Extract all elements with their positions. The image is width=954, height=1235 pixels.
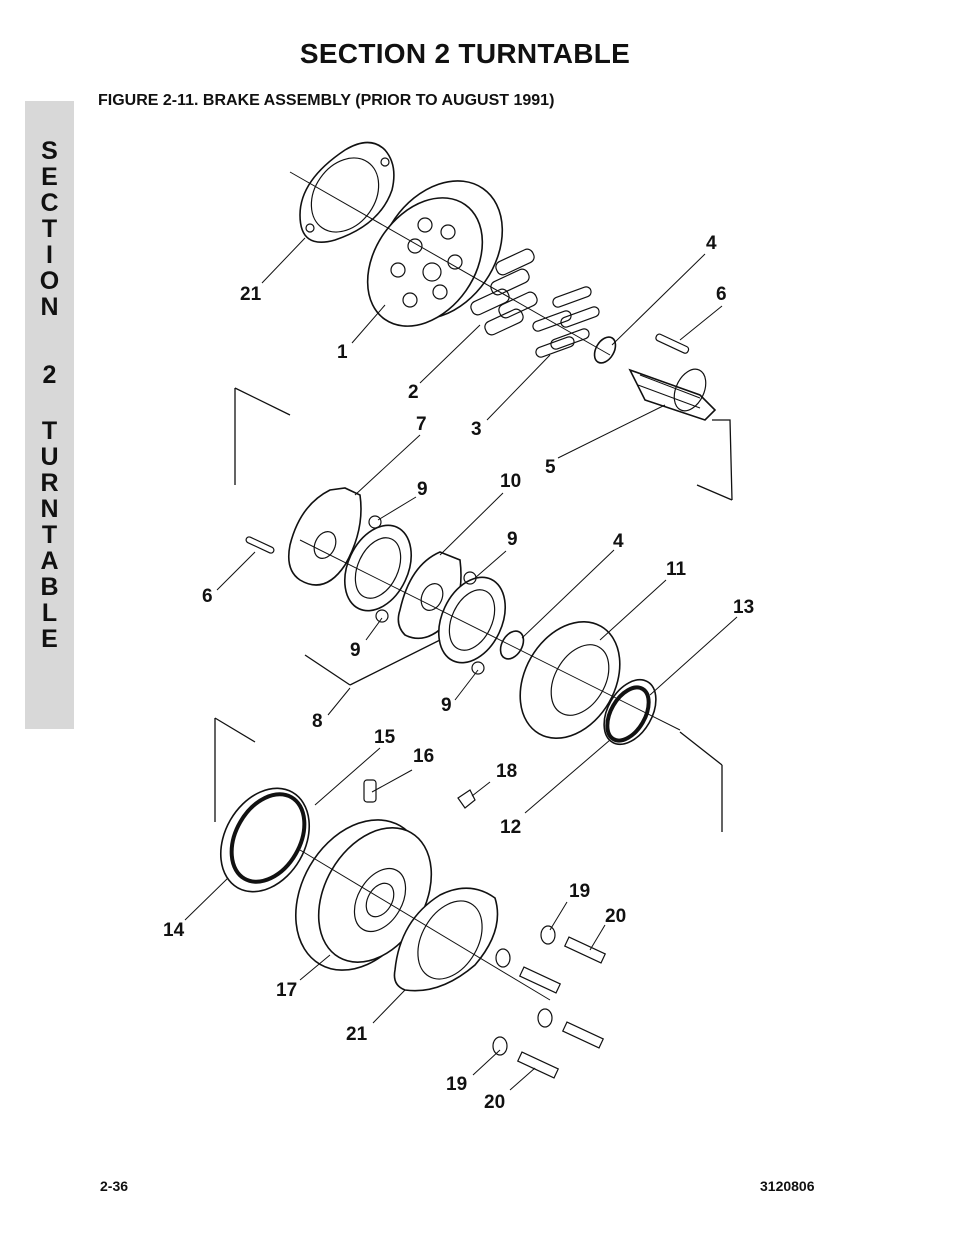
side-tab-letter: E (41, 625, 58, 653)
splined-shaft (628, 368, 717, 421)
callout-9-c: 9 (350, 640, 361, 661)
friction-disc-upper (344, 524, 412, 612)
page-number: 2-36 (100, 1178, 129, 1194)
side-tab-letter: T (41, 417, 58, 445)
callout-21-upper: 21 (240, 284, 262, 305)
side-tab-letter: L (41, 599, 58, 627)
callout-labels: 21 1 2 3 4 5 6 7 9 10 9 4 11 13 6 9 8 9 … (163, 233, 754, 1113)
snap-ring-upper (593, 336, 617, 364)
side-tab-letter: U (40, 443, 59, 471)
side-tab-letter: T (41, 521, 58, 549)
pin-lower (245, 536, 275, 554)
plug-18 (457, 789, 476, 809)
callout-14: 14 (163, 920, 185, 941)
figure-title: FIGURE 2-11. BRAKE ASSEMBLY (PRIOR TO AU… (98, 92, 555, 109)
spring-cluster (470, 248, 538, 336)
callout-20-upper: 20 (605, 906, 626, 927)
callout-2: 2 (408, 382, 419, 403)
callout-3: 3 (471, 419, 482, 440)
callout-9-d: 9 (441, 695, 452, 716)
snap-ring-lower (499, 630, 525, 660)
callout-1: 1 (337, 342, 348, 363)
section-title: SECTION 2 TURNTABLE (299, 38, 631, 69)
callout-10: 10 (500, 471, 521, 492)
piston-11 (519, 620, 621, 740)
document-number: 3120806 (760, 1178, 815, 1194)
callout-5: 5 (545, 457, 556, 478)
callout-4-upper: 4 (706, 233, 717, 254)
leader-lines (184, 237, 738, 1091)
callout-12: 12 (500, 817, 521, 838)
small-spring-cluster (532, 286, 600, 358)
bolts-20 (516, 936, 607, 1079)
side-tab-letter: B (40, 573, 59, 601)
callout-6-lower: 6 (202, 586, 213, 607)
brake-housing (366, 180, 504, 327)
retainers-9 (368, 515, 485, 675)
pin-upper (655, 333, 690, 354)
gasket-upper (299, 141, 395, 243)
side-tab-letter: R (40, 469, 59, 497)
washers-19 (492, 925, 556, 1056)
callout-9-b: 9 (507, 529, 518, 550)
callout-20-lower: 20 (484, 1092, 505, 1113)
callout-13: 13 (733, 597, 754, 618)
seal-ring-13 (603, 678, 657, 746)
callout-19-lower: 19 (446, 1074, 467, 1095)
callout-9-a: 9 (417, 479, 428, 500)
section-side-tab: S E C T I O N 2 T U R N T A B L E (25, 101, 74, 729)
callout-11: 11 (666, 559, 687, 580)
callout-4-lower: 4 (613, 531, 624, 552)
callout-8: 8 (312, 711, 323, 732)
callout-18: 18 (496, 761, 517, 782)
friction-disc-lower (438, 576, 506, 664)
side-tab-letter: 2 (42, 361, 57, 389)
side-tab-letter: N (40, 293, 59, 321)
callout-15: 15 (374, 727, 396, 748)
callout-17: 17 (276, 980, 297, 1001)
side-tab-letter: C (40, 189, 59, 217)
side-tab-letter: A (40, 547, 59, 575)
side-tab-letter: S (41, 137, 58, 165)
side-tab-letter: N (40, 495, 59, 523)
side-tab-letter: E (41, 163, 58, 191)
callout-19-upper: 19 (569, 881, 590, 902)
callout-7: 7 (416, 414, 427, 435)
callout-21-lower: 21 (346, 1024, 368, 1045)
side-tab-letter: T (41, 215, 58, 243)
side-tab-letter: O (39, 267, 60, 295)
callout-6-upper: 6 (716, 284, 727, 305)
seal-ring-14 (219, 787, 311, 893)
side-tab-letter: I (46, 241, 53, 269)
callout-16: 16 (413, 746, 434, 767)
